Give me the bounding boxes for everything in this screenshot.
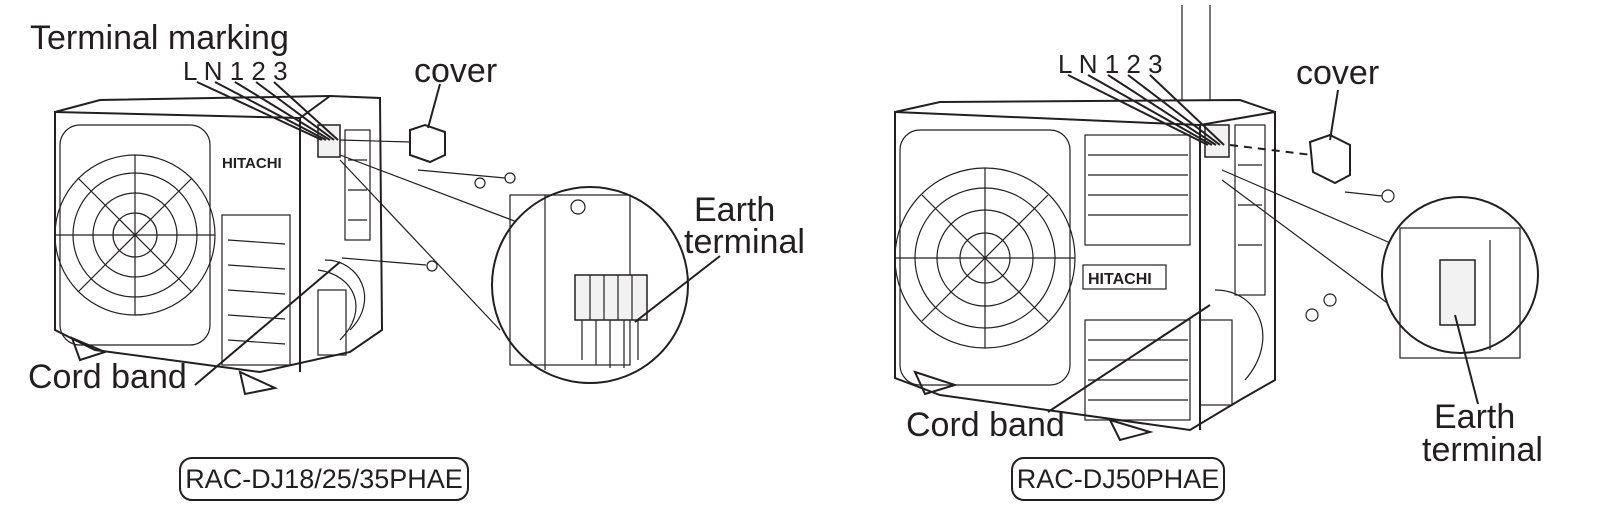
left-terminal-letters: L N 1 2 3	[183, 56, 288, 86]
left-cover-part	[339, 83, 516, 272]
right-cord-band-leader	[1047, 304, 1211, 413]
right-fan-grille-icon	[894, 129, 1076, 386]
left-terminal-leaders	[196, 81, 339, 141]
right-model-badge	[1011, 457, 1225, 501]
left-screw-icon	[341, 169, 516, 272]
right-earth-label-line2: terminal	[1422, 431, 1543, 469]
left-model-name: RAC-DJ18/25/35PHAE	[185, 464, 463, 494]
right-brand-logo: HITACHI	[1088, 271, 1152, 288]
left-brand-logo: HITACHI	[222, 155, 282, 172]
right-cover-label: cover	[1296, 54, 1379, 92]
right-detail-magnifier	[1221, 169, 1539, 405]
right-screw-icon	[1305, 189, 1395, 322]
right-earth-label-line1: Earth	[1434, 398, 1515, 436]
left-model-badge	[179, 457, 469, 501]
left-earth-label-line1: Earth	[694, 191, 775, 229]
right-cord-band-label: Cord band	[906, 406, 1065, 444]
right-outdoor-unit: HITACHI	[894, 5, 1276, 442]
left-cord-band-leader	[194, 261, 341, 386]
left-terminal-marking-label: Terminal marking	[30, 19, 289, 57]
right-model-name: RAC-DJ50PHAE	[1017, 464, 1220, 494]
right-terminal-letters: L N 1 2 3	[1058, 49, 1163, 79]
left-louvre-panel	[221, 214, 291, 366]
left-terminal-block-detail	[574, 274, 648, 368]
left-cover-label: cover	[414, 52, 497, 90]
left-earth-label-line2: terminal	[684, 223, 805, 261]
left-outdoor-unit: HITACHI	[54, 94, 384, 396]
right-cover-part	[1229, 89, 1395, 322]
left-detail-magnifier	[339, 154, 721, 384]
left-cord-band-label: Cord band	[28, 358, 187, 396]
right-terminal-leaders	[1067, 74, 1225, 146]
left-fan-grille-icon	[54, 124, 216, 346]
